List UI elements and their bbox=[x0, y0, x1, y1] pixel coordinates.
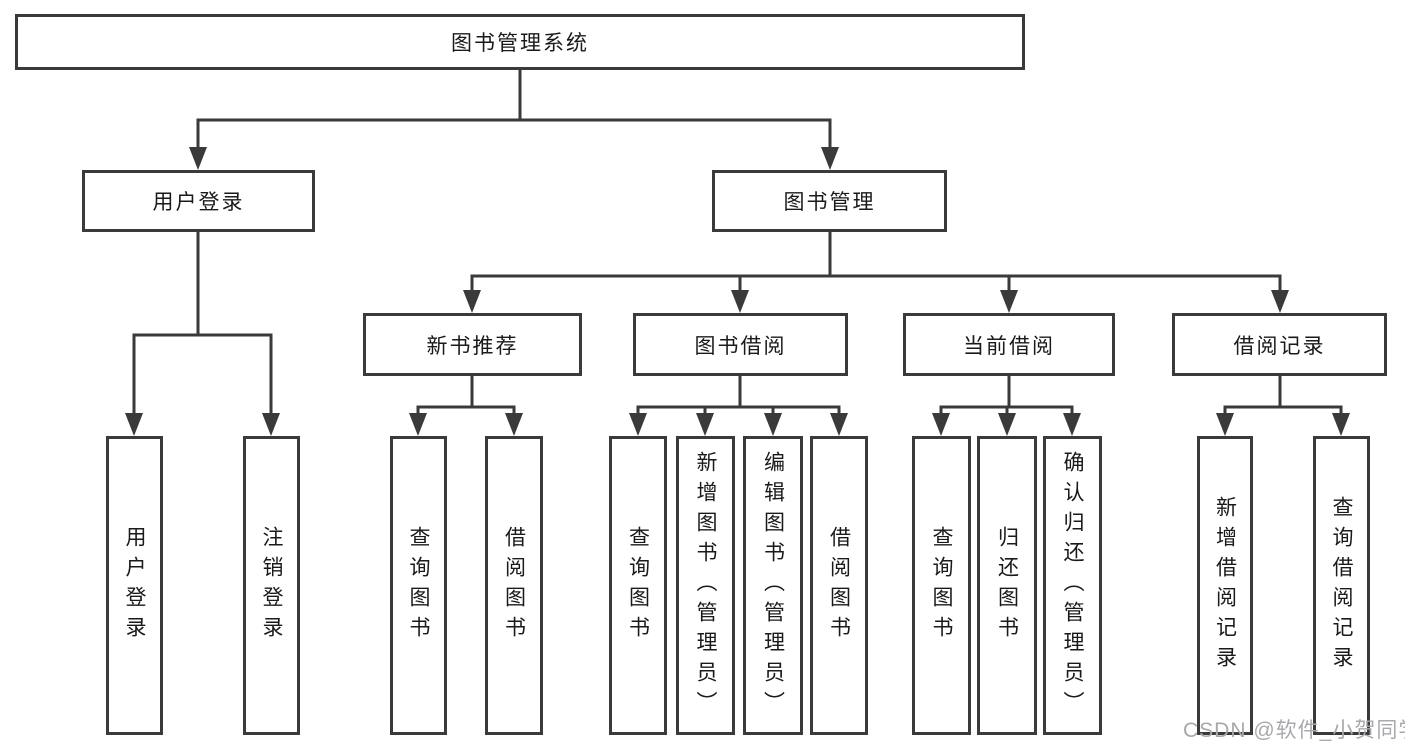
connector-book-mgmt-children bbox=[470, 232, 1282, 293]
arrowhead-leaf-user-login bbox=[125, 413, 143, 436]
leaf-label: 用户登录 bbox=[123, 525, 146, 646]
leaf-records-add-borrow-record: 新增借阅记录 bbox=[1197, 436, 1253, 735]
leaf-label: 注销登录 bbox=[260, 525, 283, 646]
leaf-label: 查询图书 bbox=[626, 525, 650, 646]
arrowhead-bb-borrow bbox=[830, 413, 848, 436]
leaf-user-login: 用户登录 bbox=[106, 436, 163, 735]
leaf-label: 借阅图书 bbox=[827, 525, 851, 646]
node-label: 图书管理系统 bbox=[451, 32, 589, 55]
leaf-label: 新增图书（管理员） bbox=[694, 450, 717, 721]
node-label: 图书管理 bbox=[783, 191, 876, 214]
arrowhead-borrow-records bbox=[1271, 290, 1289, 313]
leaf-borrowing-add-book-admin: 新增图书（管理员） bbox=[676, 436, 735, 735]
leaf-label: 新增借阅记录 bbox=[1213, 495, 1237, 676]
arrowhead-bb-query bbox=[629, 413, 647, 436]
node-library-management-system: 图书管理系统 bbox=[15, 14, 1025, 70]
node-label: 新书推荐 bbox=[426, 334, 519, 358]
node-borrowing-records: 借阅记录 bbox=[1172, 313, 1387, 376]
leaf-current-return-book: 归还图书 bbox=[977, 436, 1037, 735]
connector-new-book-children bbox=[416, 376, 516, 416]
node-label: 用户登录 bbox=[152, 191, 245, 214]
leaf-label: 借阅图书 bbox=[502, 525, 526, 646]
arrowhead-new-book bbox=[463, 290, 481, 313]
node-label: 当前借阅 bbox=[963, 334, 1055, 358]
arrowhead-br-add bbox=[1216, 413, 1234, 436]
arrowhead-leaf-logout bbox=[262, 413, 280, 436]
arrowhead-bb-edit bbox=[764, 413, 782, 436]
arrowhead-current-borrow bbox=[1000, 290, 1018, 313]
leaf-label: 编辑图书（管理员） bbox=[761, 450, 785, 721]
arrowhead-nb-borrow bbox=[505, 413, 523, 436]
node-new-book-recommendation: 新书推荐 bbox=[363, 313, 582, 376]
leaf-label: 查询图书 bbox=[930, 525, 953, 646]
leaf-logout-login: 注销登录 bbox=[243, 436, 300, 735]
arrowhead-book-borrow bbox=[731, 290, 749, 313]
leaf-current-confirm-return-admin: 确认归还（管理员） bbox=[1043, 436, 1102, 735]
node-user-login: 用户登录 bbox=[82, 170, 315, 232]
leaf-borrowing-borrow-book: 借阅图书 bbox=[810, 436, 868, 735]
connector-book-borrow-children bbox=[636, 376, 841, 416]
leaf-newbook-borrow-book: 借阅图书 bbox=[485, 436, 543, 735]
connector-current-borrow-children bbox=[939, 376, 1074, 416]
leaf-newbook-query-book: 查询图书 bbox=[390, 436, 447, 735]
arrowhead-br-query bbox=[1332, 413, 1350, 436]
connector-root-to-level2 bbox=[196, 70, 832, 150]
arrowhead-cb-query bbox=[932, 413, 950, 436]
leaf-label: 查询图书 bbox=[407, 525, 430, 646]
leaf-current-query-book: 查询图书 bbox=[912, 436, 971, 735]
arrowhead-bb-add bbox=[696, 413, 714, 436]
connector-borrow-records-children bbox=[1223, 376, 1343, 416]
leaf-label: 查询借阅记录 bbox=[1330, 495, 1353, 676]
connector-user-login-children bbox=[132, 232, 273, 416]
leaf-borrowing-edit-book-admin: 编辑图书（管理员） bbox=[743, 436, 803, 735]
leaf-records-query-borrow-record: 查询借阅记录 bbox=[1313, 436, 1370, 735]
arrowhead-user-login bbox=[189, 147, 207, 170]
node-book-management: 图书管理 bbox=[712, 170, 947, 232]
arrowhead-cb-confirm bbox=[1063, 413, 1081, 436]
node-label: 图书借阅 bbox=[694, 334, 787, 358]
node-current-borrowing: 当前借阅 bbox=[903, 313, 1115, 376]
csdn-watermark: CSDN @软件_小贺同学 bbox=[1183, 719, 1405, 742]
arrowhead-cb-return bbox=[998, 413, 1016, 436]
node-book-borrowing: 图书借阅 bbox=[633, 313, 848, 376]
node-label: 借阅记录 bbox=[1233, 334, 1326, 358]
arrowhead-nb-query bbox=[409, 413, 427, 436]
leaf-borrowing-query-book: 查询图书 bbox=[609, 436, 667, 735]
leaf-label: 确认归还（管理员） bbox=[1061, 450, 1084, 721]
leaf-label: 归还图书 bbox=[995, 525, 1019, 646]
arrowhead-book-mgmt bbox=[821, 147, 839, 170]
